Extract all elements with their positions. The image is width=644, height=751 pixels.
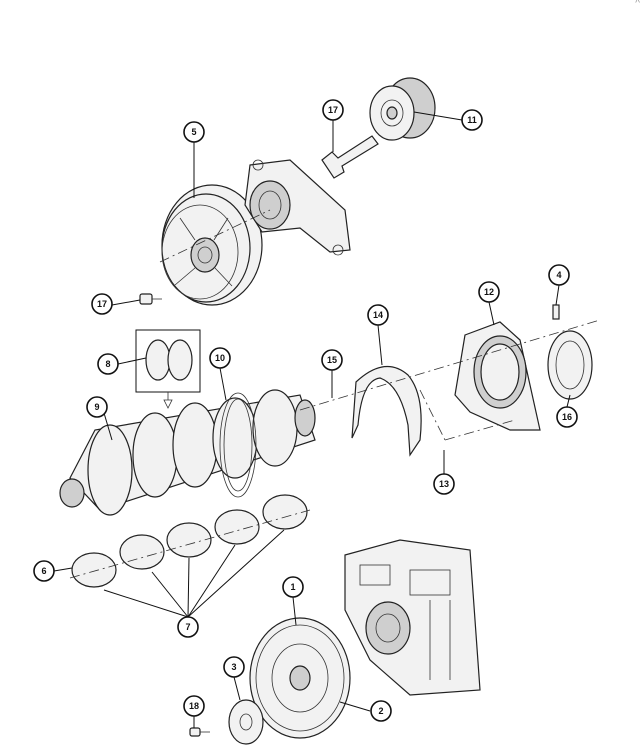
pulley-bolt-lower	[139, 293, 162, 305]
crankshaft-pulley	[161, 184, 263, 306]
callout-8-label: 8	[105, 359, 110, 369]
callout-8: 8	[97, 353, 119, 375]
callout-9-label: 9	[94, 402, 99, 412]
callout-17-lower: 17	[91, 293, 113, 315]
callout-17-upper: 17	[322, 99, 344, 121]
flexplate	[249, 617, 351, 739]
callout-11: 11	[461, 109, 483, 131]
rear-main-seal	[547, 330, 593, 400]
dowel-pin	[552, 304, 560, 320]
callout-2-label: 2	[378, 706, 383, 716]
callout-9: 9	[86, 396, 108, 418]
crankshaft	[59, 389, 316, 516]
callout-6-label: 6	[41, 566, 46, 576]
callout-18-label: 18	[189, 701, 199, 711]
callout-1-label: 1	[290, 582, 295, 592]
corner-mark: ^	[635, 0, 640, 9]
callout-18: 18	[183, 695, 205, 717]
callout-17-lower-label: 17	[97, 299, 107, 309]
callout-5-label: 5	[191, 127, 196, 137]
callout-6: 6	[33, 560, 55, 582]
callout-13: 13	[433, 473, 455, 495]
rear-seal-retainer	[454, 321, 541, 431]
callout-7-label: 7	[185, 622, 190, 632]
flexplate-bolt	[189, 727, 210, 737]
callout-5: 5	[183, 121, 205, 143]
callout-14-label: 14	[373, 310, 383, 320]
callout-3: 3	[223, 656, 245, 678]
crankshaft-tone-wheel	[219, 392, 257, 498]
flexplate-adapter	[228, 699, 264, 745]
pulley-bolt-upper	[321, 135, 379, 179]
callout-14: 14	[367, 304, 389, 326]
callout-11-label: 11	[467, 115, 477, 125]
leader-lines	[53, 111, 571, 728]
callout-16-label: 16	[562, 412, 572, 422]
alignment-lines	[159, 209, 601, 441]
callout-15-label: 15	[327, 355, 337, 365]
thrust-bearing-detail	[135, 329, 201, 409]
timing-cover-bracket	[244, 159, 351, 256]
rear-cover-gasket	[351, 365, 422, 457]
callout-12: 12	[478, 281, 500, 303]
crankshaft-sprocket	[369, 77, 436, 141]
callout-4: 4	[548, 264, 570, 286]
callout-12-label: 12	[484, 287, 494, 297]
callout-13-label: 13	[439, 479, 449, 489]
callout-10: 10	[209, 347, 231, 369]
callout-1: 1	[282, 576, 304, 598]
engine-block	[344, 539, 481, 696]
callout-7: 7	[177, 616, 199, 638]
callout-16: 16	[556, 406, 578, 428]
callout-10-label: 10	[215, 353, 225, 363]
main-bearings	[69, 494, 311, 588]
callout-4-label: 4	[556, 270, 561, 280]
callout-2: 2	[370, 700, 392, 722]
callout-3-label: 3	[231, 662, 236, 672]
callout-15: 15	[321, 349, 343, 371]
callout-17-upper-label: 17	[328, 105, 338, 115]
